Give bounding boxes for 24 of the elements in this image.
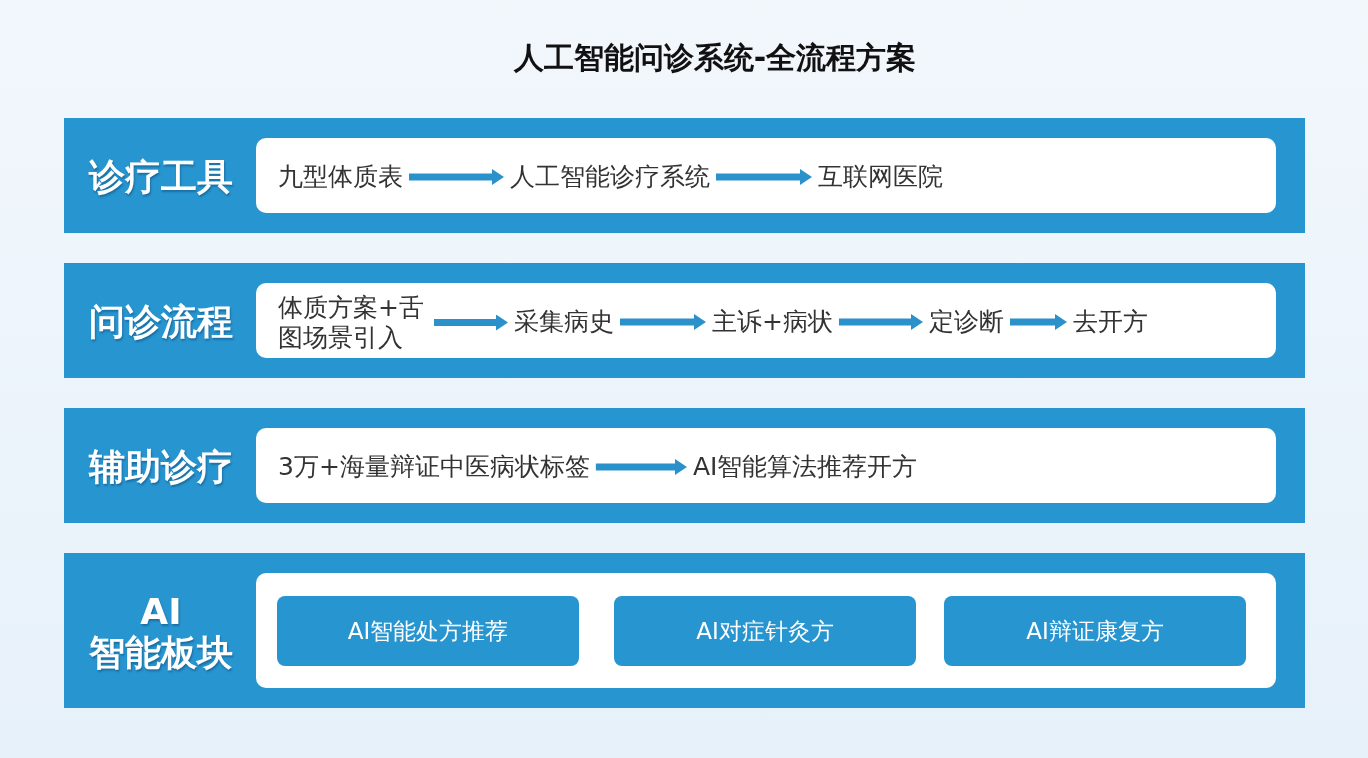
module-box: AI智能处方推荐 bbox=[277, 596, 579, 666]
step-label: AI智能算法推荐开方 bbox=[693, 452, 918, 482]
diagram-title: 人工智能问诊系统-全流程方案 bbox=[513, 40, 917, 76]
section-band bbox=[64, 263, 1305, 378]
step-label: 主诉+病状 bbox=[712, 307, 833, 337]
step-label: 定诊断 bbox=[929, 307, 1004, 337]
section-band bbox=[64, 408, 1305, 523]
band-heading: 辅助诊疗 bbox=[89, 445, 233, 488]
step-label: 互联网医院 bbox=[818, 162, 943, 192]
step-label: 3万+海量辩证中医病状标签 bbox=[278, 452, 590, 482]
step-label: 体质方案+舌图场景引入 bbox=[278, 293, 428, 353]
module-box: AI对症针灸方 bbox=[614, 596, 916, 666]
band-heading: AI 智能板块 bbox=[88, 590, 234, 673]
module-box: AI辩证康复方 bbox=[944, 596, 1246, 666]
step-label: 九型体质表 bbox=[278, 162, 403, 192]
band-heading: 诊疗工具 bbox=[89, 155, 233, 198]
section-band bbox=[64, 118, 1305, 233]
step-label: 人工智能诊疗系统 bbox=[510, 162, 710, 192]
arrow bbox=[595, 459, 687, 475]
arrow bbox=[838, 314, 923, 330]
band-heading: 问诊流程 bbox=[89, 300, 233, 343]
step-label: 去开方 bbox=[1073, 307, 1148, 337]
section-band bbox=[64, 553, 1305, 708]
step-label: 采集病史 bbox=[514, 307, 614, 337]
